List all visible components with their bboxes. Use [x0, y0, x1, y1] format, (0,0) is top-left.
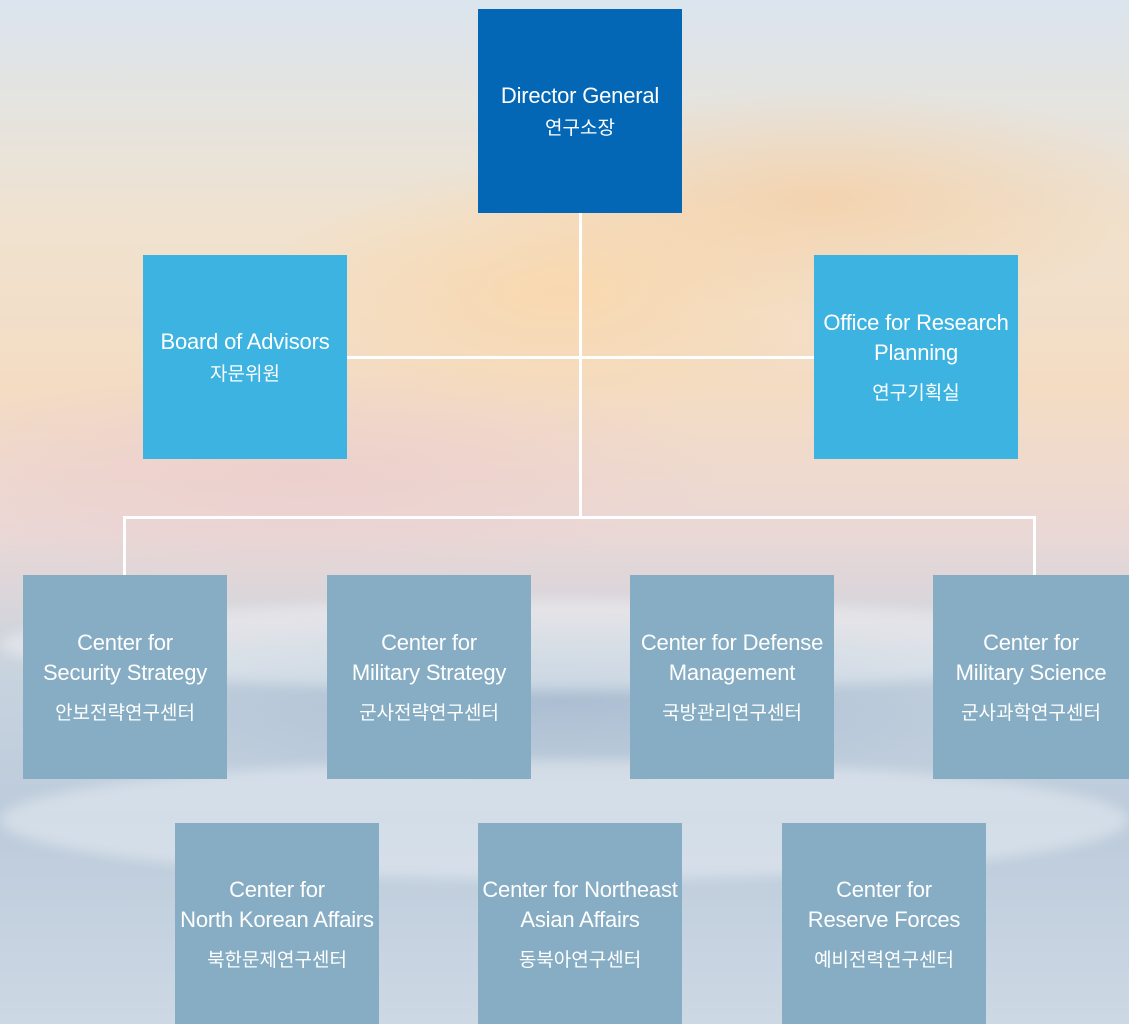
center-ko: 북한문제연구센터 — [207, 949, 347, 971]
center-northeast-asian-affairs-box[interactable]: Center for Northeast Asian Affairs 동북아연구… — [478, 823, 682, 1024]
connector-staff-horizontal — [346, 356, 814, 359]
connector-drop-military-science — [1033, 516, 1036, 576]
center-en: Center for Security Strategy — [42, 630, 208, 685]
center-ko: 군사전략연구센터 — [359, 703, 499, 724]
center-en: Center for North Korean Affairs — [180, 876, 374, 932]
director-general-box[interactable]: Director General 연구소장 — [478, 9, 682, 213]
board-of-advisors-en: Board of Advisors — [160, 329, 330, 354]
board-of-advisors-box[interactable]: Board of Advisors 자문위원 — [143, 255, 347, 459]
center-en: Center for Reserve Forces — [807, 876, 961, 932]
research-planning-box[interactable]: Office for Research Planning 연구기획실 — [814, 255, 1018, 459]
center-en: Center for Northeast Asian Affairs — [482, 876, 678, 932]
research-planning-en: Office for Research Planning — [823, 310, 1009, 365]
center-military-strategy-box[interactable]: Center for Military Strategy 군사전략연구센터 — [327, 575, 531, 779]
director-general-ko: 연구소장 — [545, 118, 615, 139]
center-ko: 국방관리연구센터 — [662, 703, 802, 724]
center-en: Center for Military Science — [955, 630, 1107, 685]
connector-drop-security — [123, 516, 126, 576]
connector-vertical-main — [579, 212, 582, 518]
center-reserve-forces-box[interactable]: Center for Reserve Forces 예비전력연구센터 — [782, 823, 986, 1024]
center-military-science-box[interactable]: Center for Military Science 군사과학연구센터 — [933, 575, 1129, 779]
center-en: Center for Military Strategy — [351, 630, 507, 685]
center-north-korean-affairs-box[interactable]: Center for North Korean Affairs 북한문제연구센터 — [175, 823, 379, 1024]
center-defense-management-box[interactable]: Center for Defense Management 국방관리연구센터 — [630, 575, 834, 779]
center-ko: 예비전력연구센터 — [814, 949, 954, 971]
connector-centers-horizontal — [123, 516, 1036, 519]
director-general-en: Director General — [500, 83, 660, 108]
center-ko: 동북아연구센터 — [518, 949, 642, 971]
center-en: Center for Defense Management — [640, 630, 824, 685]
board-of-advisors-ko: 자문위원 — [210, 364, 280, 385]
center-ko: 군사과학연구센터 — [961, 703, 1101, 724]
center-ko: 안보전략연구센터 — [55, 703, 195, 724]
research-planning-ko: 연구기획실 — [872, 383, 960, 404]
center-security-strategy-box[interactable]: Center for Security Strategy 안보전략연구센터 — [23, 575, 227, 779]
